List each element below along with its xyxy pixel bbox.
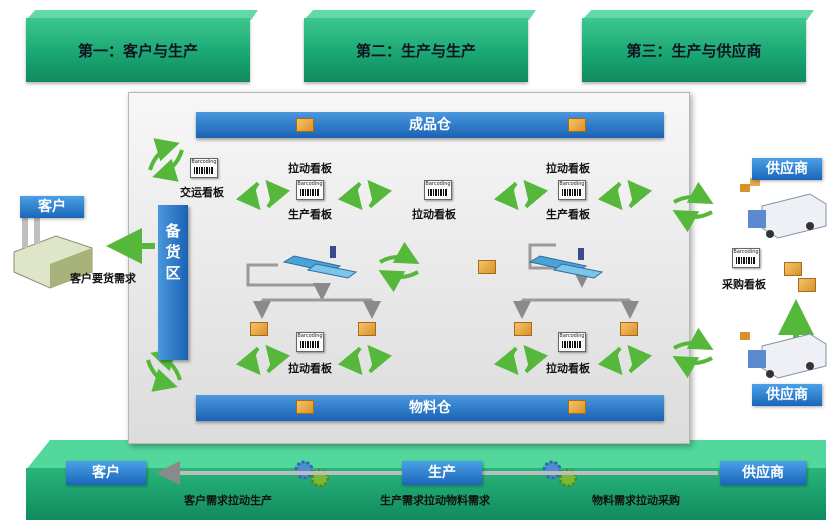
cycle-arrow-icon [337, 179, 393, 211]
supplier-truck-icon-bottom [740, 332, 827, 379]
production-kanban-label: 生产看板 [288, 208, 332, 221]
material-warehouse: 物料仓 [196, 395, 664, 421]
flow-customer: 客户 [66, 461, 146, 485]
pull-kanban-label: 拉动看板 [288, 362, 332, 375]
finished-goods-warehouse: 成品仓 [196, 112, 664, 138]
box-icon [478, 260, 496, 274]
kanban-card-icon: Barcoding [190, 158, 218, 178]
production-line-right [513, 243, 639, 319]
box-icon [514, 322, 532, 336]
supplier-truck-icon-top [740, 178, 827, 239]
header-label: 第二：生产与生产 [355, 42, 476, 60]
flow-step-material-pull: 物料需求拉动采购 [592, 494, 680, 507]
cycle-arrow-icon [672, 327, 714, 379]
box-icon [568, 400, 586, 414]
staging-area-label: 备货区 [163, 223, 182, 286]
pull-kanban-label: 拉动看板 [412, 208, 456, 221]
flow-step-production-pull: 生产需求拉动物料需求 [380, 494, 490, 507]
box-icon [296, 118, 314, 132]
customer-factory-icon [13, 214, 93, 289]
kanban-card-icon: Barcoding [424, 180, 452, 200]
box-icon [798, 278, 816, 292]
box-icon [296, 400, 314, 414]
factory-panel [128, 92, 690, 444]
purchase-kanban-label: 采购看板 [722, 278, 766, 291]
kanban-card-icon: Barcoding [296, 180, 324, 200]
cycle-arrow-icon [493, 344, 549, 376]
header-production-supplier: 第三：生产与供应商 [582, 10, 814, 82]
kanban-card-icon: Barcoding [296, 332, 324, 352]
flow-step-customer-pull: 客户需求拉动生产 [184, 494, 272, 507]
flow-production: 生产 [402, 461, 482, 485]
cycle-arrow-icon [146, 348, 182, 392]
header-label: 第三：生产与供应商 [626, 42, 762, 60]
cycle-arrow-icon [597, 344, 653, 376]
staging-area: 备货区 [158, 205, 188, 360]
box-icon [784, 262, 802, 276]
customer-label: 客户 [20, 196, 84, 218]
pull-kanban-label: 拉动看板 [546, 162, 590, 175]
flow-supplier: 供应商 [720, 461, 806, 485]
header-production-production: 第二：生产与生产 [304, 10, 536, 82]
customer-demand-label: 客户要货需求 [70, 272, 136, 285]
box-icon [358, 322, 376, 336]
supplier-label-bottom: 供应商 [752, 384, 822, 406]
box-icon [250, 322, 268, 336]
pull-kanban-label: 拉动看板 [546, 362, 590, 375]
header-customer-production: 第一：客户与生产 [26, 10, 258, 82]
kanban-card-icon: Barcoding [558, 332, 586, 352]
cycle-arrow-icon [378, 241, 420, 293]
production-kanban-label: 生产看板 [546, 208, 590, 221]
transport-kanban-label: 交运看板 [180, 186, 224, 199]
box-icon [620, 322, 638, 336]
kanban-card-icon: Barcoding [732, 248, 760, 268]
kanban-card-icon: Barcoding [558, 180, 586, 200]
cycle-arrow-icon [235, 179, 291, 211]
cycle-arrow-icon [493, 179, 549, 211]
supplier-label-top: 供应商 [752, 158, 822, 180]
header-label: 第一：客户与生产 [77, 42, 198, 60]
cycle-arrow-icon [597, 179, 653, 211]
cycle-arrow-icon [148, 138, 184, 182]
cycle-arrow-icon [672, 181, 714, 233]
box-icon [568, 118, 586, 132]
cycle-arrow-icon [235, 344, 291, 376]
production-line-left [246, 246, 381, 319]
cycle-arrow-icon [337, 344, 393, 376]
pull-kanban-label: 拉动看板 [288, 162, 332, 175]
